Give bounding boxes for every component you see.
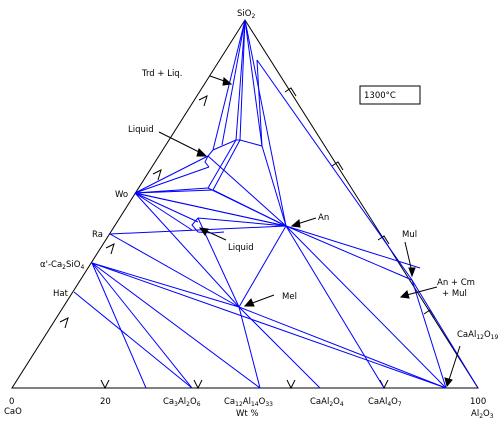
vertex-left-value: 0 — [9, 397, 14, 407]
pointer-arrows — [158, 75, 461, 388]
vertex-left-label: CaO — [4, 407, 22, 417]
label-an-cm-mul-1: An + Cm — [437, 278, 475, 288]
label-ca: CaAl2O4 — [310, 397, 344, 408]
base-ticks — [100, 379, 389, 390]
label-c3a: Ca3Al2O6 — [163, 397, 201, 408]
label-liquid-mid: Liquid — [228, 243, 254, 253]
label-ca6: CaAl12O19 — [457, 330, 498, 341]
vertex-top-label: SiO2 — [237, 9, 255, 20]
label-liquid-top: Liquid — [128, 125, 154, 135]
label-c2s: α'-Ca2SiO4 — [40, 260, 84, 271]
triangle-frame — [11, 19, 479, 389]
vertex-right-value: 100 — [470, 397, 486, 407]
label-an-cm-mul-2: + Mul — [442, 289, 467, 299]
label-mul: Mul — [402, 230, 417, 240]
label-wo: Wo — [115, 190, 128, 200]
tie-lines — [73, 19, 479, 389]
right-ticks — [284, 87, 436, 319]
temperature-label: 1300°C — [364, 91, 396, 101]
label-an: An — [318, 213, 329, 223]
label-hat: Hat — [53, 289, 69, 299]
label-mel: Mel — [282, 292, 297, 302]
label-ra: Ra — [92, 230, 103, 240]
axis-unit: Wt % — [236, 409, 259, 419]
label-trd-liq: Trd + Liq. — [141, 69, 182, 79]
left-ticks — [59, 95, 208, 329]
vertex-right-label: Al2O3 — [471, 409, 494, 420]
axis-tick-20: 20 — [100, 397, 111, 407]
temperature-box — [359, 85, 421, 105]
label-c12a7: Ca12Al14O33 — [224, 397, 273, 408]
label-ca2: CaAl4O7 — [368, 397, 402, 408]
